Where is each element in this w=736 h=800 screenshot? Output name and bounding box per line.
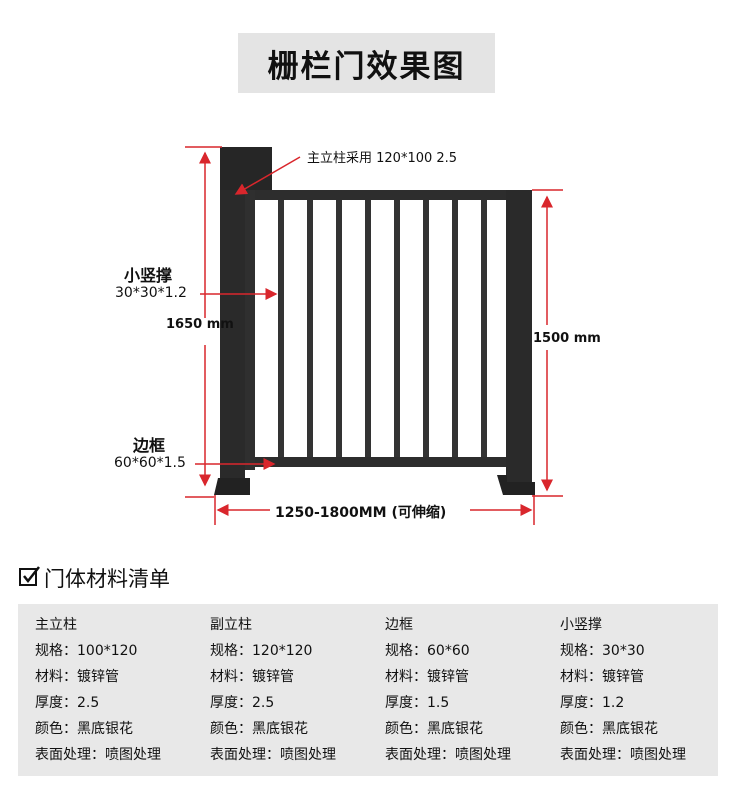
picket (278, 200, 284, 457)
picket (423, 200, 429, 457)
materials-heading: 门体材料清单 (18, 563, 170, 593)
picket-label: 小竖撑 (124, 266, 173, 285)
material-spec: 规格：30*30 (560, 643, 645, 659)
material-spec: 规格：60*60 (385, 643, 470, 659)
picket (394, 200, 400, 457)
material-spec: 表面处理：喷图处理 (560, 747, 686, 763)
dimension-lines (185, 146, 563, 525)
material-spec: 规格：120*120 (210, 643, 313, 659)
picket-spec: 30*30*1.2 (115, 285, 187, 301)
picket (481, 200, 487, 457)
checkbox-checked-icon (18, 564, 42, 593)
material-spec: 厚度：1.2 (560, 695, 625, 711)
material-name: 小竖撑 (560, 617, 602, 633)
material-spec: 材料：镀锌管 (210, 669, 294, 685)
material-column: 副立柱规格：120*120 材料：镀锌管厚度：2.5 颜色：黑底银花表面处理：喷图处… (210, 612, 336, 768)
material-spec: 表面处理：喷图处理 (385, 747, 511, 763)
material-spec: 表面处理：喷图处理 (210, 747, 336, 763)
gate-drawing (185, 146, 563, 525)
page-title: 栅栏门效果图 (238, 33, 495, 93)
material-column: 小竖撑规格：30*30 材料：镀锌管厚度：1.2 颜色：黑底银花表面处理：喷图处理 (560, 612, 686, 768)
material-column: 主立柱规格：100*120 材料：镀锌管厚度：2.5 颜色：黑底银花表面处理：喷图处… (35, 612, 161, 768)
frame-label: 边框 (133, 436, 166, 455)
main-post (214, 147, 272, 495)
right-height-label: 1500 mm (533, 331, 601, 346)
material-spec: 厚度：1.5 (385, 695, 450, 711)
material-spec: 材料：镀锌管 (385, 669, 469, 685)
picket (452, 200, 458, 457)
material-spec: 厚度：2.5 (35, 695, 100, 711)
main-post-note: 主立柱采用 120*100 2.5 (307, 151, 458, 166)
material-spec: 材料：镀锌管 (560, 669, 644, 685)
picket (307, 200, 313, 457)
secondary-post (497, 190, 535, 495)
material-spec: 材料：镀锌管 (35, 669, 119, 685)
material-name: 边框 (385, 617, 413, 633)
material-spec: 表面处理：喷图处理 (35, 747, 161, 763)
picket (365, 200, 371, 457)
material-spec: 颜色：黑底银花 (35, 721, 133, 737)
material-spec: 颜色：黑底银花 (210, 721, 308, 737)
material-name: 主立柱 (35, 617, 77, 633)
material-spec: 颜色：黑底银花 (385, 721, 483, 737)
gate-frame (245, 190, 507, 470)
material-spec: 厚度：2.5 (210, 695, 275, 711)
left-height-label: 1650 mm (166, 317, 234, 332)
gate-pickets (278, 200, 487, 457)
width-label: 1250-1800MM (可伸缩) (275, 505, 447, 521)
material-name: 副立柱 (210, 617, 252, 633)
material-spec: 颜色：黑底银花 (560, 721, 658, 737)
material-column: 边框规格：60*60 材料：镀锌管厚度：1.5 颜色：黑底银花表面处理：喷图处理 (385, 612, 511, 768)
material-spec: 规格：100*120 (35, 643, 138, 659)
frame-spec: 60*60*1.5 (114, 455, 186, 471)
picket (336, 200, 342, 457)
